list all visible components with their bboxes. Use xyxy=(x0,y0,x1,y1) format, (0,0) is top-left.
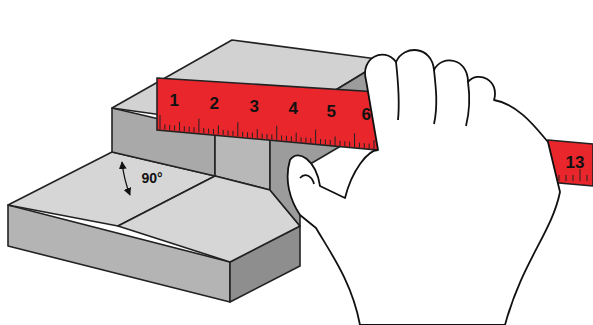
ruler-tick xyxy=(573,175,574,181)
ruler-tick xyxy=(566,175,567,181)
ruler-tick xyxy=(330,140,331,145)
hand-palm xyxy=(288,50,560,325)
ruler xyxy=(157,78,378,150)
stepped-block xyxy=(8,40,385,302)
ruler-tick xyxy=(262,134,263,139)
ruler-tick xyxy=(237,122,238,136)
ruler-tick xyxy=(339,141,340,146)
ruler-tick xyxy=(315,130,316,144)
ruler-tick xyxy=(291,136,292,141)
ruler-tick xyxy=(320,139,321,144)
ruler-tick xyxy=(252,133,253,138)
angle-label: 90° xyxy=(142,171,163,185)
ruler-tick xyxy=(189,127,190,132)
finger-line xyxy=(396,62,399,120)
ruler-tick xyxy=(198,119,199,133)
ruler-tick xyxy=(305,138,306,143)
ruler-tick xyxy=(160,115,161,129)
ruler-tick xyxy=(364,143,365,148)
ruler-tick xyxy=(228,130,229,135)
ruler-tick xyxy=(310,138,311,143)
finger-line xyxy=(466,82,469,126)
ruler-tick xyxy=(247,132,248,137)
ruler-tick xyxy=(242,132,243,137)
ruler-number: 3 xyxy=(250,98,259,115)
ruler-number: 1 xyxy=(170,92,179,109)
ruler-tick xyxy=(213,129,214,134)
ruler-tick xyxy=(286,136,287,141)
ruler-tick xyxy=(354,133,355,147)
ruler-number: 6 xyxy=(362,106,371,123)
ruler-tick xyxy=(257,129,258,138)
ruler-tick xyxy=(232,131,233,136)
ruler-tick xyxy=(169,125,170,130)
ruler-number: 4 xyxy=(289,100,298,117)
ruler-tick xyxy=(179,122,180,131)
ruler-tick xyxy=(267,134,268,139)
hand xyxy=(288,50,560,325)
ruler-tick xyxy=(349,142,350,147)
ruler-tick xyxy=(374,140,375,149)
ruler-tick xyxy=(325,139,326,144)
thumb-nail xyxy=(300,175,314,184)
ruler-tick xyxy=(271,134,272,139)
ruler-tick xyxy=(281,135,282,140)
ruler-tick xyxy=(223,130,224,135)
ruler-tick xyxy=(359,143,360,148)
ruler-number: 2 xyxy=(210,95,219,112)
ruler-tick xyxy=(559,175,560,181)
ruler-tick xyxy=(580,169,581,181)
ruler-tick xyxy=(184,126,185,131)
ruler-number: 5 xyxy=(327,103,336,120)
finger-line xyxy=(434,70,436,124)
ruler-tick xyxy=(335,136,336,145)
ruler-tick xyxy=(344,141,345,146)
ruler-tick xyxy=(587,175,588,181)
ruler-tick xyxy=(276,126,277,140)
ruler-tick xyxy=(203,128,204,133)
ruler-tick xyxy=(174,125,175,130)
ruler-tick xyxy=(194,127,195,132)
ruler-tick xyxy=(218,125,219,134)
ruler-tick xyxy=(301,137,302,142)
ruler-tick xyxy=(369,144,370,149)
angle-arc xyxy=(122,162,130,195)
ruler-tick xyxy=(164,124,165,129)
ruler-tick xyxy=(208,129,209,134)
ruler-number: 13 xyxy=(566,154,585,171)
ruler-tick xyxy=(296,133,297,142)
